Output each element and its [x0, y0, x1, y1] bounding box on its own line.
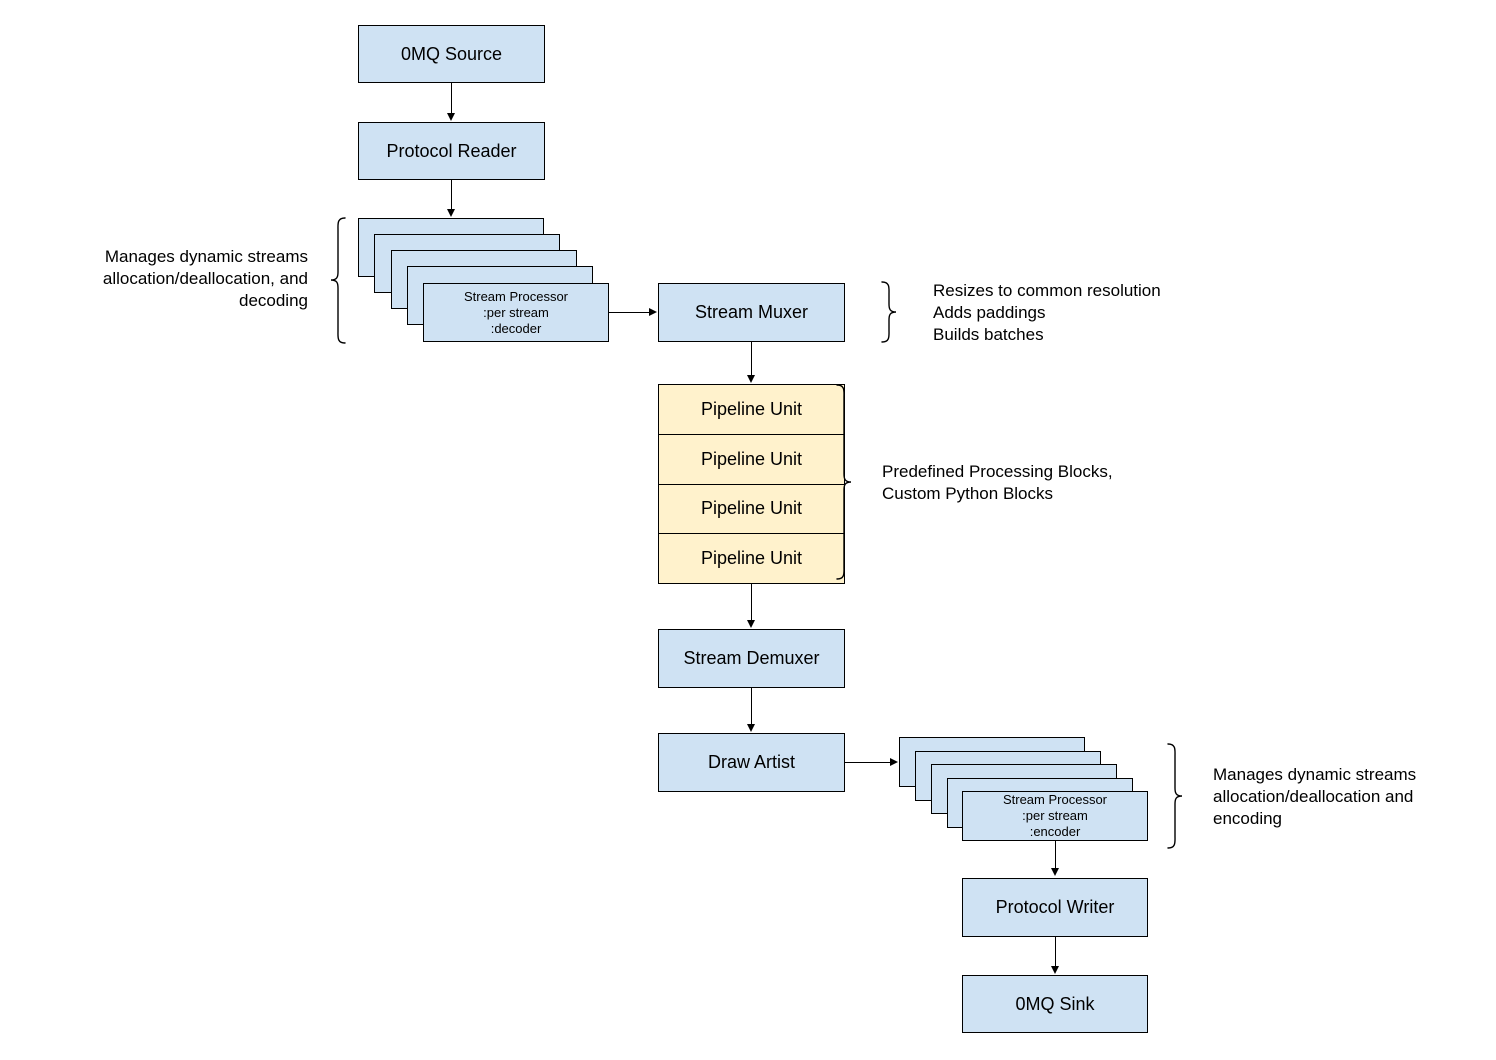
arrow-shaft [845, 762, 892, 764]
decoder-line1: Stream Processor [463, 288, 569, 304]
decoder-line3: :decoder [490, 320, 542, 336]
arrowhead-down-icon [447, 209, 455, 217]
arrow-writer-to-sink [1050, 937, 1061, 974]
arrowhead-down-icon [1051, 868, 1059, 876]
encoder-line1: Stream Processor [1002, 792, 1108, 807]
arrow-drawartist-to-encoder-stack [845, 757, 898, 768]
arrow-encoder-to-writer [1050, 841, 1061, 876]
node-protocol-reader: Protocol Reader [358, 122, 545, 180]
encoder-line3: :encoder [1029, 824, 1081, 839]
arrowhead-right-icon [890, 758, 898, 766]
node-pipeline-unit-1: Pipeline Unit [659, 385, 844, 435]
arrow-pipeline-to-demuxer [746, 584, 757, 628]
arrow-demuxer-to-drawartist [746, 688, 757, 732]
arrow-shaft [451, 180, 453, 211]
brace-encoder-stack-icon [1167, 743, 1183, 849]
note-pipeline-units: Predefined Processing Blocks, Custom Pyt… [882, 462, 1113, 503]
arrow-shaft [451, 83, 453, 115]
arrow-source-to-reader [446, 83, 457, 121]
arrow-shaft [751, 584, 753, 622]
arrow-shaft [609, 312, 651, 314]
arrow-shaft [751, 342, 753, 377]
brace-pipeline-icon [836, 384, 852, 580]
arrowhead-down-icon [747, 375, 755, 383]
note-encoder-stack: Manages dynamic streams allocation/deall… [1213, 765, 1417, 828]
arrow-reader-to-decoder-stack [446, 180, 457, 217]
node-draw-artist: Draw Artist [658, 733, 845, 792]
pipeline-unit-stack: Pipeline Unit Pipeline Unit Pipeline Uni… [658, 384, 845, 584]
arrowhead-down-icon [1051, 966, 1059, 974]
arrowhead-right-icon [649, 308, 657, 316]
brace-decoder-stack-icon [330, 217, 346, 344]
arrow-shaft [1055, 937, 1057, 968]
note-stream-muxer: Resizes to common resolution Adds paddin… [933, 281, 1161, 344]
note-decoder-stack: Manages dynamic streams allocation/deall… [102, 247, 308, 310]
node-stream-processor-decoder: Stream Processor :per stream :decoder [423, 283, 609, 342]
arrowhead-down-icon [747, 620, 755, 628]
arrowhead-down-icon [447, 113, 455, 121]
arrowhead-down-icon [747, 724, 755, 732]
node-stream-muxer: Stream Muxer [658, 283, 845, 342]
arrow-decoder-to-muxer [609, 307, 657, 318]
node-0mq-sink: 0MQ Sink [962, 975, 1148, 1033]
node-stream-demuxer: Stream Demuxer [658, 629, 845, 688]
brace-muxer-icon [881, 281, 897, 343]
decoder-line2: :per stream [483, 304, 549, 320]
arrow-muxer-to-pipeline [746, 342, 757, 383]
node-pipeline-unit-2: Pipeline Unit [659, 435, 844, 485]
node-stream-processor-encoder: Stream Processor :per stream :encoder [962, 791, 1148, 841]
node-pipeline-unit-3: Pipeline Unit [659, 485, 844, 535]
encoder-line2: :per stream [1022, 808, 1088, 823]
arrow-shaft [1055, 841, 1057, 870]
node-protocol-writer: Protocol Writer [962, 878, 1148, 937]
arrow-shaft [751, 688, 753, 726]
node-pipeline-unit-4: Pipeline Unit [700, 548, 803, 569]
node-0mq-source: 0MQ Source [358, 25, 545, 83]
